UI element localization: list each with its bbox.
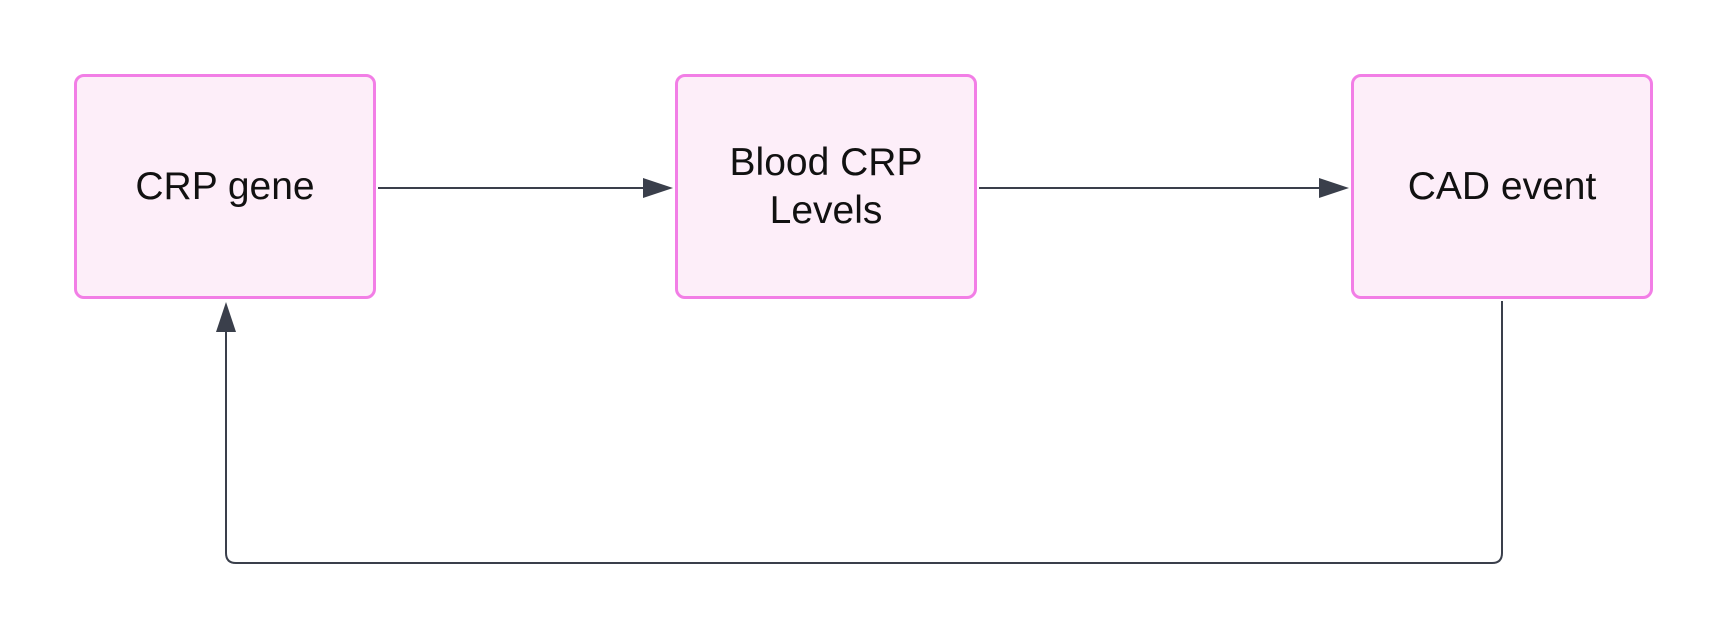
node-label-crp-gene: CRP gene [135, 164, 315, 208]
node-cad-event: CAD event [1351, 74, 1653, 299]
node-label-cad-event: CAD event [1407, 164, 1597, 208]
node-blood-crp-levels: Blood CRP Levels [675, 74, 977, 299]
arrowhead-blood-crp [643, 178, 673, 198]
edge-cad-event-to-crp-gene [225, 301, 1503, 564]
arrowhead-crp-gene [216, 302, 236, 332]
node-crp-gene: CRP gene [74, 74, 376, 299]
arrowhead-cad-event [1319, 178, 1349, 198]
node-label-blood-crp-levels: Blood CRP Levels [729, 140, 923, 232]
